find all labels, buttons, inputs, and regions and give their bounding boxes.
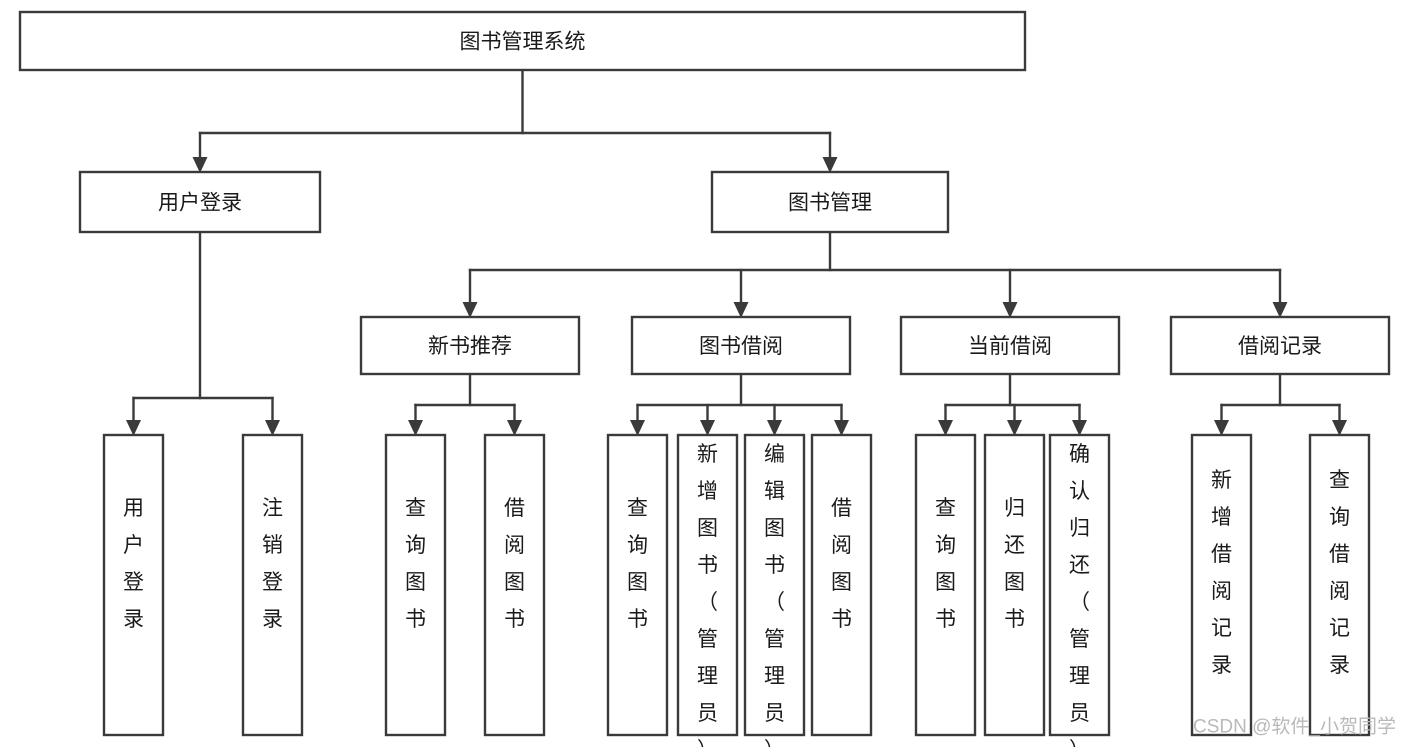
node-label-r-add: 新增借阅记录: [1211, 469, 1232, 677]
node-layer: 图书管理系统用户登录图书管理新书推荐图书借阅当前借阅借阅记录用户登录注销登录查询…: [18, 10, 1391, 747]
node-box-current: [899, 315, 1121, 376]
node-label-b-edit: 编辑图书（管理员）: [764, 443, 785, 747]
csdn-watermark: CSDN @软件_小贺同学: [1193, 716, 1396, 738]
arrow-head-icon: [1332, 420, 1347, 436]
node-box-b-borrow: [810, 433, 873, 737]
arrow-head-icon: [767, 420, 782, 436]
node-box-new-borrow: [483, 433, 546, 737]
node-label-newbook: 新书推荐: [428, 335, 512, 358]
arrow-head-icon: [1272, 302, 1288, 318]
node-new-query[interactable]: 查询图书: [384, 433, 447, 737]
node-bookmgmt[interactable]: 图书管理: [710, 170, 950, 234]
arrow-head-icon: [630, 420, 645, 436]
edge-group-root: [192, 68, 838, 173]
node-b-query[interactable]: 查询图书: [606, 433, 669, 737]
arrow-head-icon: [1214, 420, 1229, 436]
node-box-c-return: [983, 433, 1046, 737]
node-b-borrow[interactable]: 借阅图书: [810, 433, 873, 737]
node-box-r-query: [1308, 433, 1371, 737]
arrow-head-icon: [938, 420, 953, 436]
watermark-layer: CSDN @软件_小贺同学: [1193, 716, 1396, 738]
node-r-add[interactable]: 新增借阅记录: [1190, 433, 1253, 737]
arrow-head-icon: [834, 420, 849, 436]
edge-group-newbook: [408, 372, 522, 436]
arrow-head-icon: [462, 302, 478, 318]
node-new-borrow[interactable]: 借阅图书: [483, 433, 546, 737]
node-box-b-query: [606, 433, 669, 737]
node-records[interactable]: 借阅记录: [1169, 315, 1391, 376]
node-box-new-query: [384, 433, 447, 737]
node-borrow[interactable]: 图书借阅: [630, 315, 852, 376]
edge-group-current: [938, 372, 1087, 436]
node-r-query[interactable]: 查询借阅记录: [1308, 433, 1371, 737]
node-box-bookmgmt: [710, 170, 950, 234]
node-box-c-confirm: [1048, 433, 1111, 737]
node-label-c-confirm: 确认归还（管理员）: [1069, 443, 1090, 747]
node-label-borrow: 图书借阅: [699, 335, 783, 358]
node-label-b-query: 查询图书: [627, 497, 648, 631]
node-label-current: 当前借阅: [968, 335, 1052, 358]
node-box-login-in: [102, 433, 165, 737]
arrow-head-icon: [265, 420, 280, 436]
node-label-root: 图书管理系统: [460, 31, 586, 54]
node-b-edit[interactable]: 编辑图书（管理员）: [743, 433, 806, 747]
arrow-head-icon: [1072, 420, 1087, 436]
node-label-r-query: 查询借阅记录: [1329, 469, 1350, 677]
node-box-b-add: [676, 433, 739, 737]
arrow-head-icon: [192, 157, 208, 173]
node-box-newbook: [359, 315, 581, 376]
node-box-root: [18, 10, 1027, 72]
node-label-records: 借阅记录: [1238, 335, 1322, 358]
node-box-login: [78, 170, 322, 234]
node-label-login: 用户登录: [158, 192, 242, 215]
arrow-head-icon: [1002, 302, 1018, 318]
node-label-b-add: 新增图书（管理员）: [697, 443, 718, 747]
arrow-head-icon: [408, 420, 423, 436]
arrow-head-icon: [126, 420, 141, 436]
node-login-in[interactable]: 用户登录: [102, 433, 165, 737]
node-box-records: [1169, 315, 1391, 376]
node-label-login-in: 用户登录: [123, 497, 144, 631]
arrow-head-icon: [507, 420, 522, 436]
node-box-b-edit: [743, 433, 806, 737]
node-label-b-borrow: 借阅图书: [831, 497, 852, 631]
edge-layer: [126, 68, 1347, 436]
node-login-out[interactable]: 注销登录: [241, 433, 304, 737]
node-box-c-query: [914, 433, 977, 737]
node-label-c-query: 查询图书: [935, 497, 956, 631]
node-label-c-return: 归还图书: [1004, 497, 1025, 631]
arrow-head-icon: [822, 157, 838, 173]
edge-group-bookmgmt: [462, 230, 1288, 318]
node-box-r-add: [1190, 433, 1253, 737]
edge-group-borrow: [630, 372, 849, 436]
arrow-head-icon: [733, 302, 749, 318]
node-login[interactable]: 用户登录: [78, 170, 322, 234]
edge-group-records: [1214, 372, 1347, 436]
node-box-borrow: [630, 315, 852, 376]
node-c-return[interactable]: 归还图书: [983, 433, 1046, 737]
node-label-bookmgmt: 图书管理: [788, 192, 872, 215]
node-newbook[interactable]: 新书推荐: [359, 315, 581, 376]
node-current[interactable]: 当前借阅: [899, 315, 1121, 376]
node-c-confirm[interactable]: 确认归还（管理员）: [1048, 433, 1111, 747]
node-label-login-out: 注销登录: [262, 497, 283, 631]
node-box-login-out: [241, 433, 304, 737]
edge-group-login: [126, 230, 280, 436]
node-c-query[interactable]: 查询图书: [914, 433, 977, 737]
node-root[interactable]: 图书管理系统: [18, 10, 1027, 72]
arrow-head-icon: [700, 420, 715, 436]
node-label-new-borrow: 借阅图书: [504, 497, 525, 631]
node-label-new-query: 查询图书: [405, 497, 426, 631]
arrow-head-icon: [1007, 420, 1022, 436]
node-b-add[interactable]: 新增图书（管理员）: [676, 433, 739, 747]
